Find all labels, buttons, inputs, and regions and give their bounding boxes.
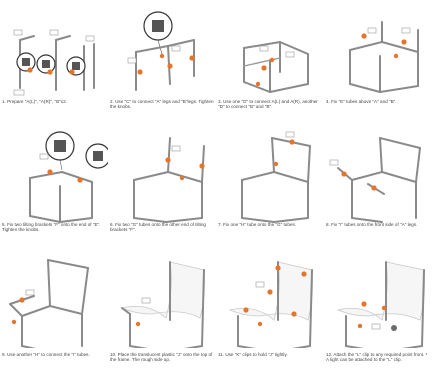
step-4: 4. Fix "E" tubes above "A" and "B". xyxy=(324,0,432,124)
step-5-diagram xyxy=(29,131,108,223)
step-2-caption: 2. Use "C" to connect "A" legs and "B"le… xyxy=(110,99,214,110)
step-7: 7. Fix one "H" tube onto the "G" tubes. xyxy=(216,124,324,248)
step-12-diagram xyxy=(336,261,425,348)
step-10: 10. Place the translucent plastic "J" on… xyxy=(108,248,216,372)
step-1-diagram xyxy=(13,29,95,96)
step-10-caption: 10. Place the translucent plastic "J" on… xyxy=(110,352,213,363)
step-1-caption: 1. Prepare "A(L)", "A(R)", "B"x2. xyxy=(2,99,67,104)
step-7-diagram xyxy=(241,131,311,223)
step-7-caption: 7. Fix one "H" tube onto the "G" tubes. xyxy=(218,222,297,227)
step-12-caption: 12. Attach the "L" clip to any required … xyxy=(326,352,428,363)
step-8: 8. Fix "I" tubes onto the front side of … xyxy=(324,124,432,248)
step-9-caption: 9. Use another "H" to connect the "I" tu… xyxy=(2,352,90,357)
step-3: 3. Use one "D" to connect A(L) and A(R),… xyxy=(216,0,324,124)
step-4-caption: 4. Fix "E" tubes above "A" and "B". xyxy=(326,99,397,104)
step-8-diagram xyxy=(329,137,421,223)
step-10-diagram xyxy=(120,261,205,348)
step-5: 5. Fix two tilting brackets "F" onto the… xyxy=(0,124,108,248)
step-9-diagram xyxy=(9,259,89,348)
step-11-diagram xyxy=(228,261,313,348)
step-4-diagram xyxy=(349,21,419,93)
step-6: 6. Fix two "G" tubes onto the other end … xyxy=(108,124,216,248)
step-5-caption: 5. Fix two tilting brackets "F" onto the… xyxy=(2,222,101,233)
step-2-diagram xyxy=(127,11,195,91)
step-6-diagram xyxy=(133,137,205,223)
step-8-caption: 8. Fix "I" tubes onto the front side of … xyxy=(326,222,418,227)
step-3-caption: 3. Use one "D" to connect A(L) and A(R),… xyxy=(218,99,318,110)
step-1: 1. Prepare "A(L)", "A(R)", "B"x2. xyxy=(0,0,108,124)
step-11: 11. Use "K" clips to hold "J" tightly. xyxy=(216,248,324,372)
step-2: 2. Use "C" to connect "A" legs and "B"le… xyxy=(108,0,216,124)
step-6-caption: 6. Fix two "G" tubes onto the other end … xyxy=(110,222,206,233)
step-9: 9. Use another "H" to connect the "I" tu… xyxy=(0,248,108,372)
step-3-diagram xyxy=(243,41,309,93)
step-11-caption: 11. Use "K" clips to hold "J" tightly. xyxy=(218,352,288,357)
step-12: 12. Attach the "L" clip to any required … xyxy=(324,248,432,372)
